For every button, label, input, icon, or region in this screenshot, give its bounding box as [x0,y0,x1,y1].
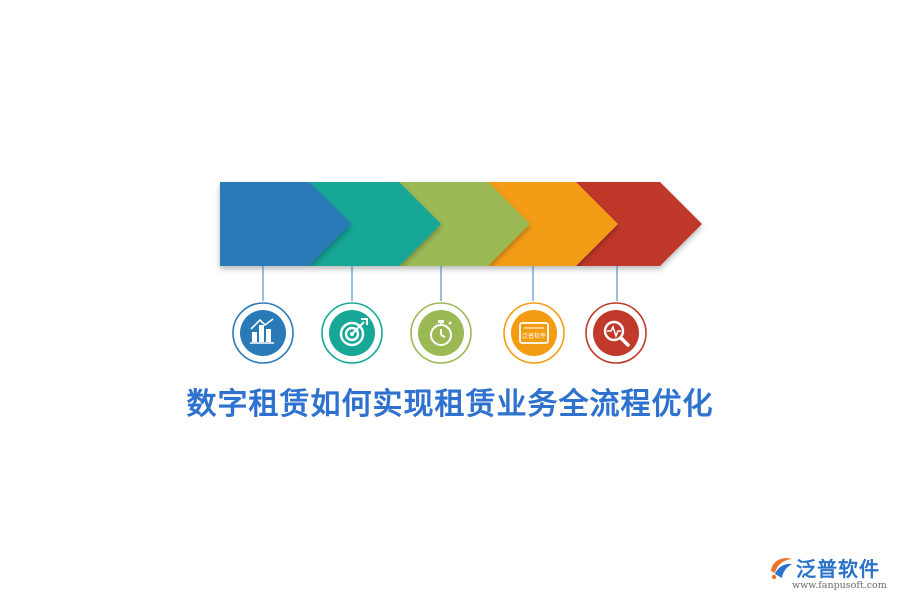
step-disk-5 [593,310,639,356]
process-arrow-1 [220,182,351,266]
step-disk-4 [511,310,557,356]
process-arrow-3 [399,182,530,266]
signboard-icon: 泛普软件 [519,322,549,344]
magnifier-icon [603,320,630,347]
step-badge-2 [321,302,383,364]
step-badge-1 [232,302,294,364]
step-badge-4: 泛普软件 [503,302,565,364]
brand-mark-icon [771,558,792,580]
process-arrow-5 [576,182,702,266]
stopwatch-icon [430,320,452,346]
process-arrow-4 [488,182,618,266]
brand-url: www.fanpusoft.com [792,580,887,591]
bar-chart-icon [250,318,274,344]
step-badge-5 [585,302,647,364]
brand-logo: 泛普软件 www.fanpusoft.com [766,550,896,596]
target-icon [339,318,368,347]
page-title: 数字租赁如何实现租赁业务全流程优化 [186,387,714,422]
signboard-icon-text: 泛普软件 [522,332,546,340]
step-badge-3 [410,302,472,364]
process-arrow-2 [309,182,441,266]
brand-name: 泛普软件 [796,557,880,581]
